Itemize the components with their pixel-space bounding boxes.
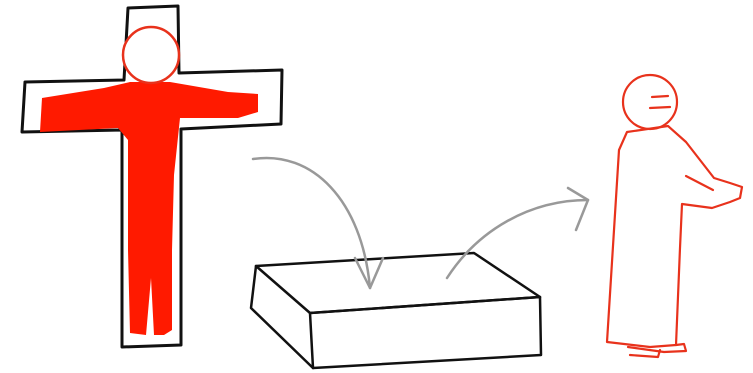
crucified-figure-head — [123, 27, 179, 83]
arrow-into-tomb-shaft — [253, 158, 370, 288]
arrow-out-of-tomb-head — [568, 188, 588, 230]
risen-figure-robe — [607, 126, 742, 347]
tomb-front — [310, 297, 541, 368]
arrow-out-of-tomb-shaft — [447, 200, 588, 278]
tomb-top — [256, 253, 540, 313]
tomb-left-side — [251, 266, 313, 368]
risen-figure-arm-line — [686, 176, 713, 190]
arrow-into-tomb — [253, 158, 383, 288]
risen-figure-head — [623, 75, 677, 129]
crucified-figure — [40, 27, 258, 335]
risen-figure-face — [650, 96, 670, 108]
arrow-out-of-tomb — [447, 188, 588, 278]
risen-figure — [607, 75, 742, 357]
crucified-figure-body — [40, 82, 258, 335]
tomb — [251, 253, 541, 368]
